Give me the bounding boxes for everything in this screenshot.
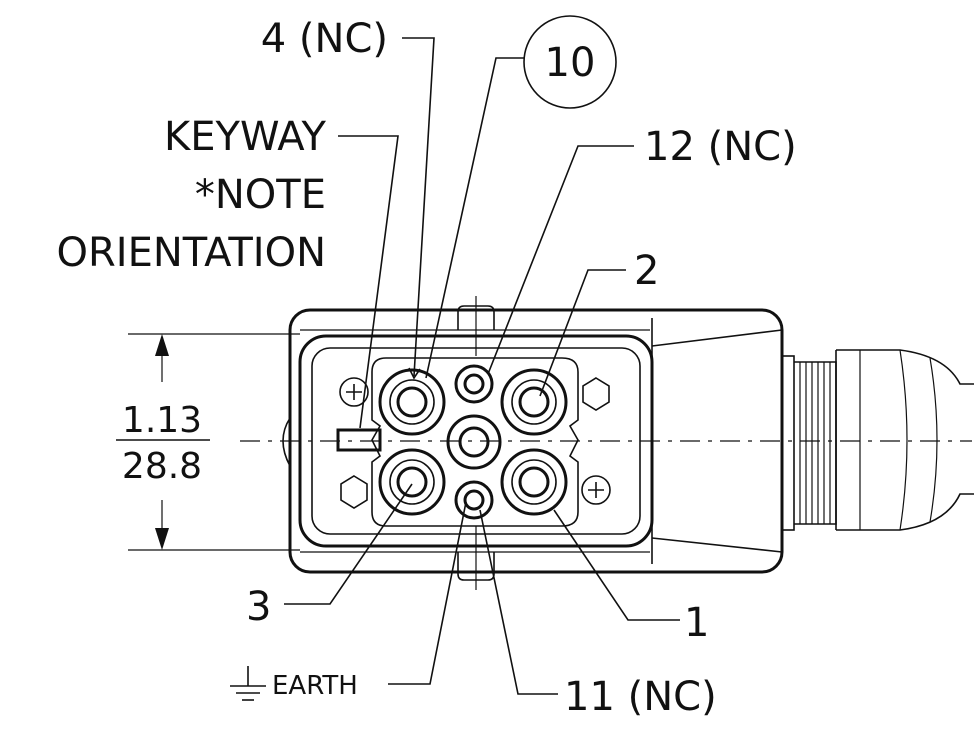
pin-4 bbox=[378, 368, 446, 436]
screw-top-left bbox=[339, 377, 369, 407]
pin-insert-outline bbox=[371, 357, 579, 527]
label-pin-11: 11 (NC) bbox=[564, 674, 717, 720]
label-pin-10: 10 bbox=[545, 40, 596, 86]
height-dimension bbox=[116, 333, 300, 551]
label-pin-3: 3 bbox=[246, 584, 271, 630]
pin-10-callout-circle bbox=[523, 15, 617, 109]
pin-3 bbox=[378, 448, 446, 516]
label-pin-2: 2 bbox=[634, 248, 659, 294]
pin-1 bbox=[500, 448, 568, 516]
earth-ground-icon bbox=[230, 666, 266, 701]
keyway-slot bbox=[336, 428, 382, 452]
leader-lines bbox=[284, 37, 680, 695]
hex-nut-bottom-left bbox=[340, 475, 368, 509]
label-keyway: KEYWAY bbox=[164, 114, 327, 160]
pin-10 bbox=[446, 414, 502, 470]
pin-12 bbox=[454, 364, 494, 404]
dimension-inches: 1.13 bbox=[122, 400, 202, 441]
connector-housing bbox=[282, 305, 784, 581]
dimension-millimeters: 28.8 bbox=[122, 446, 202, 487]
pin-11 bbox=[454, 480, 494, 520]
label-pin-4: 4 (NC) bbox=[261, 16, 388, 62]
screw-bottom-right bbox=[581, 475, 611, 505]
label-pin-1: 1 bbox=[684, 600, 709, 646]
label-keyway-note: *NOTE bbox=[195, 172, 326, 218]
label-keyway-orientation: ORIENTATION bbox=[57, 230, 327, 276]
hex-nut-top-right bbox=[582, 377, 610, 411]
pin-2 bbox=[500, 368, 568, 436]
label-pin-12: 12 (NC) bbox=[644, 124, 797, 170]
label-earth: EARTH bbox=[272, 671, 358, 701]
cable-gland bbox=[781, 349, 974, 531]
